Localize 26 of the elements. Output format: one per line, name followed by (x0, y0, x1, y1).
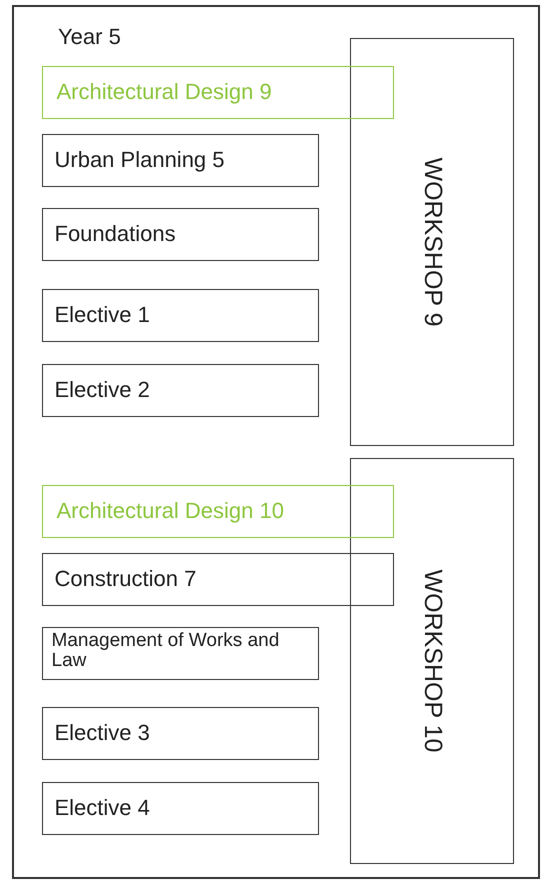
course-box (42, 706, 318, 760)
course-title: Elective 3 (54, 720, 150, 745)
course-box (42, 134, 318, 186)
course-box (42, 364, 318, 416)
workshop-box (350, 38, 514, 446)
course-box (42, 552, 394, 606)
course-title: Architectural Design 10 (56, 498, 284, 523)
course-title: Elective 2 (54, 378, 150, 402)
course-title: Management of Works and Law (52, 630, 280, 672)
course-box (42, 288, 318, 342)
course-box (42, 208, 318, 260)
workshop-label: WORKSHOP 9 (418, 156, 446, 326)
course-title: Elective 4 (54, 796, 150, 820)
course-title: Foundations (54, 222, 176, 246)
workshop-label: WORKSHOP 10 (418, 569, 446, 752)
course-title: Urban Planning 5 (54, 148, 225, 172)
workshop-box (350, 458, 514, 864)
course-box (42, 782, 318, 834)
course-box (42, 484, 394, 538)
course-title: Construction 7 (54, 566, 196, 591)
year-panel (12, 5, 540, 879)
course-title: Elective 1 (54, 302, 150, 327)
course-title: Architectural Design 9 (56, 80, 272, 104)
year-heading: Year 5 (58, 25, 121, 50)
course-box (42, 626, 318, 680)
course-box (42, 66, 394, 118)
